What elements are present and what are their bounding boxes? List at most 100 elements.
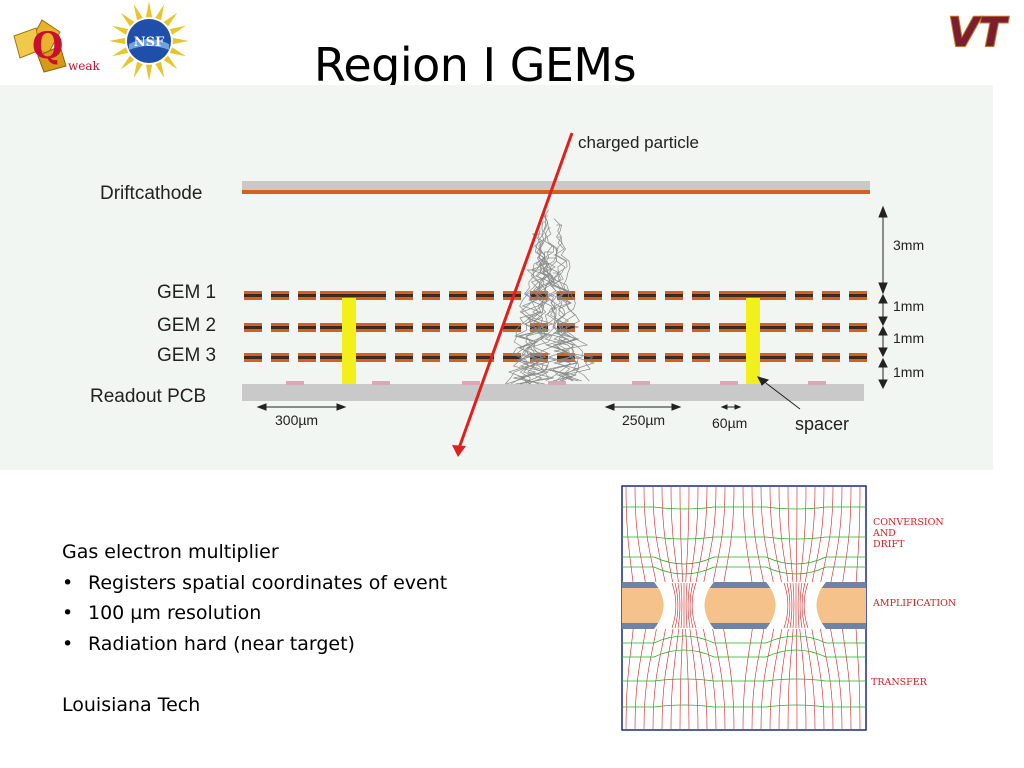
gem-foil-segment (720, 294, 786, 297)
vt-logo: VT (947, 9, 1010, 56)
gem-foil-segment (638, 323, 656, 326)
gem-foil-segment (795, 329, 813, 332)
gem-foil-segment (584, 326, 602, 329)
gem-foil-segment (530, 359, 548, 362)
gem-foil-segment (611, 359, 629, 362)
nsf-ray (163, 12, 178, 27)
gem-field-diagram: CONVERSION AND DRIFT AMPLIFICATION TRANS… (621, 485, 956, 731)
gem-foil-segment (449, 359, 467, 362)
layer-label-gem3: GEM 3 (157, 345, 216, 366)
gem-foil-segment (557, 359, 575, 362)
gem-foil-segment (795, 294, 813, 297)
gem-foil-segment (395, 353, 413, 356)
gem-foil-segment (271, 291, 289, 294)
gem-foil-segment (395, 329, 413, 332)
gem-foil-segment (298, 326, 316, 329)
gem-foil-segment (584, 294, 602, 297)
gem-foil-segment (557, 294, 575, 297)
nsf-ray (169, 47, 186, 57)
list-item: Radiation hard (near target) (62, 629, 582, 660)
gem-foil-segment (395, 356, 413, 359)
gem-foil-segment (849, 297, 867, 300)
layer-label-driftcathode: Driftcathode (100, 183, 202, 204)
gem-foil-segment (476, 356, 494, 359)
equipotential-line (622, 506, 866, 510)
dim-label-60um: 60µm (712, 415, 747, 431)
gem-foil-segment (530, 356, 548, 359)
readout-pad (632, 381, 650, 385)
readout-pad (548, 381, 566, 385)
electron-avalanche (504, 209, 595, 385)
equipotential-line (622, 649, 866, 658)
equipotential-line (622, 536, 866, 540)
nsf-ray (169, 25, 186, 35)
hole-field-line (674, 582, 679, 629)
gem-foil-segment (611, 323, 629, 326)
gem-foil-segment (449, 294, 467, 297)
hole-field-line (801, 582, 806, 629)
gem-foil-segment (244, 356, 262, 359)
hole-field-line (689, 582, 694, 629)
gem-foil-segment (611, 329, 629, 332)
gem-foil-segment (422, 359, 440, 362)
gem-foil-segment (557, 356, 575, 359)
gem-foil-segment (665, 294, 683, 297)
gem-foil-segment (822, 294, 840, 297)
gem-foil-section (622, 582, 866, 629)
gem-foil-segment (422, 323, 440, 326)
region-label-and: AND (872, 528, 896, 539)
gem-foil-segment (422, 291, 440, 294)
gem-foil-segment (449, 356, 467, 359)
gem-foil-segment (584, 356, 602, 359)
gem-foil-segment (665, 291, 683, 294)
gem-foil-segment (611, 353, 629, 356)
gem-foil-segment (665, 297, 683, 300)
hole-field-line (797, 582, 800, 629)
gem-foil-segment (638, 329, 656, 332)
gem-foil-segment (611, 294, 629, 297)
gem-foil-segment (665, 356, 683, 359)
nsf-ray (112, 25, 129, 35)
avalanche-track (513, 263, 552, 385)
gem-foil-segment (638, 353, 656, 356)
description-heading: Gas electron multiplier (62, 541, 279, 563)
gem-foil-segment (271, 356, 289, 359)
vt-text: VT (948, 10, 1009, 56)
gem-foil-segment (638, 291, 656, 294)
nsf-ray (145, 64, 153, 81)
gem-foil-segment (244, 329, 262, 332)
readout-pad (808, 381, 826, 385)
readout-pad (372, 381, 390, 385)
qweak-letter: Q (32, 25, 63, 67)
nsf-ray (133, 4, 143, 21)
particle-arrowhead (452, 445, 466, 457)
nsf-ray (112, 47, 129, 57)
gem-foil-segment (395, 291, 413, 294)
gem-foil-segment (638, 297, 656, 300)
gem-foil-segment (476, 359, 494, 362)
gem-foil-segment (822, 359, 840, 362)
hole-field-line (799, 582, 803, 629)
gem-foil-segment (849, 326, 867, 329)
gem-foil-segment (849, 356, 867, 359)
avalanche-track (540, 266, 570, 382)
nsf-ray (120, 12, 135, 27)
hole-field-line (691, 582, 697, 629)
gem-foil-segment (476, 329, 494, 332)
gem-foil-segment (395, 323, 413, 326)
gem-foil-segment (244, 326, 262, 329)
gem-foil-segment (449, 353, 467, 356)
spacer-label: spacer (795, 414, 849, 434)
gem-foil-segment (503, 353, 521, 356)
gem-foil-segment (557, 323, 575, 326)
hole-field-line (786, 582, 791, 629)
gem-detector-diagram: charged particle Driftcathode GEM 1 GEM … (0, 85, 993, 470)
gem-foil-segment (795, 353, 813, 356)
gem-foil-segment (638, 359, 656, 362)
gem-foil-segment (244, 294, 262, 297)
gem-foil-segment (244, 291, 262, 294)
gem-foil-segment (271, 323, 289, 326)
hole-field-line (783, 582, 789, 629)
equipotential-line (622, 635, 866, 644)
hole-field-line (792, 582, 795, 629)
